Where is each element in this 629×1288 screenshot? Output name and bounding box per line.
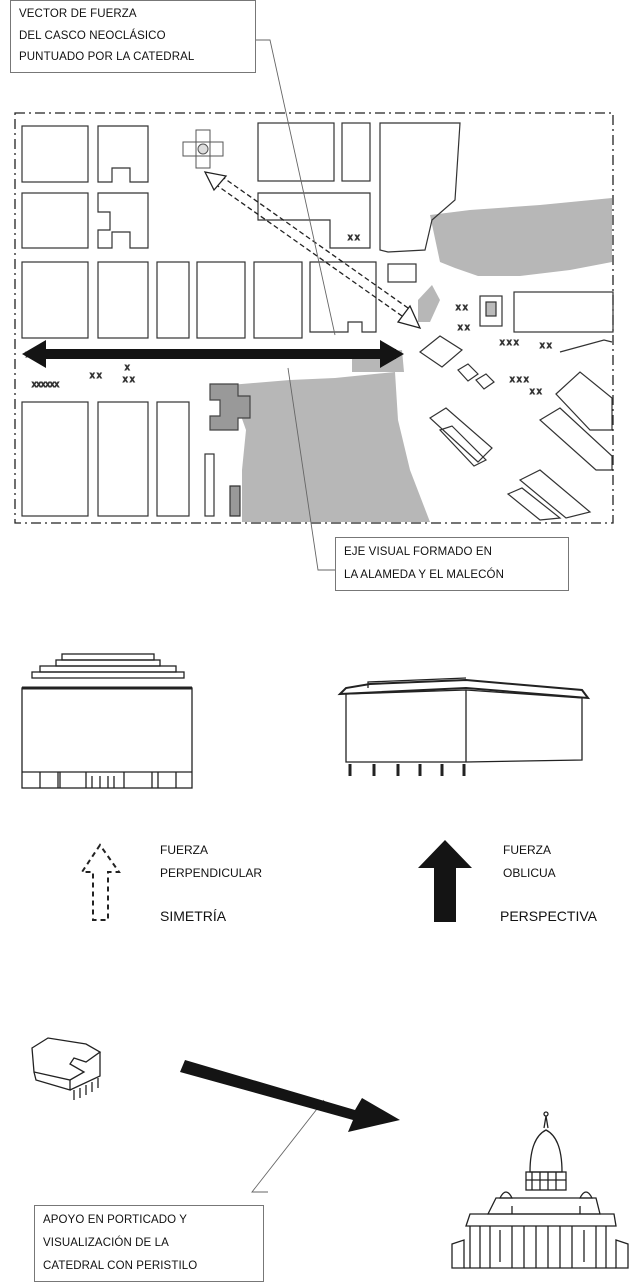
oblique-view-arrow — [180, 1060, 400, 1132]
svg-text:x x x: x x x — [510, 374, 529, 384]
callout-line: LA ALAMEDA Y EL MALECÓN — [344, 569, 504, 581]
visual-axis-arrow — [22, 340, 404, 368]
oblique-force-arrow — [418, 840, 472, 922]
leader-lines — [248, 39, 336, 1193]
callout-line: VISUALIZACIÓN DE LA — [43, 1237, 169, 1249]
symmetric-building-elevation — [21, 653, 193, 789]
svg-text:x x: x x — [456, 302, 468, 312]
market-hall — [209, 383, 251, 431]
perpendicular-force-label-1: FUERZA — [160, 843, 208, 857]
svg-text:x x: x x — [458, 322, 470, 332]
svg-text:xxxxxx: xxxxxx — [32, 379, 60, 389]
visual-axis-callout: EJE VISUAL FORMADO EN LA ALAMEDA Y EL MA… — [335, 537, 569, 591]
symmetry-label: SIMETRÍA — [160, 908, 227, 924]
force-vector-arrow — [203, 171, 422, 329]
oblique-force-label-2: OBLICUA — [503, 866, 556, 880]
svg-text:x: x — [125, 362, 130, 372]
svg-text:x x: x x — [123, 374, 135, 384]
cathedral-plan — [182, 129, 224, 169]
callout-line: VECTOR DE FUERZA — [19, 8, 137, 20]
cathedral-sketch — [451, 1111, 629, 1269]
portico-callout: APOYO EN PORTICADO Y VISUALIZACIÓN DE LA… — [34, 1205, 264, 1282]
perpendicular-force-arrow — [80, 843, 121, 921]
svg-text:x x: x x — [90, 370, 102, 380]
oblique-building-elevation — [337, 677, 591, 776]
force-vector-callout: VECTOR DE FUERZA DEL CASCO NEOCLÁSICO PU… — [10, 0, 256, 73]
perpendicular-force-label-2: PERPENDICULAR — [160, 866, 263, 880]
porticoed-building-sketch — [31, 1037, 102, 1100]
callout-line: DEL CASCO NEOCLÁSICO — [19, 29, 166, 42]
oblique-force-label-1: FUERZA — [503, 843, 551, 857]
market-water — [230, 372, 430, 522]
callout-line: APOYO EN PORTICADO Y — [43, 1214, 188, 1226]
perspective-label: PERSPECTIVA — [500, 908, 597, 924]
svg-text:x x: x x — [540, 340, 552, 350]
callout-line: PUNTUADO POR LA CATEDRAL — [19, 51, 195, 63]
callout-line: CATEDRAL CON PERISTILO — [43, 1260, 198, 1272]
harbor-water — [430, 198, 612, 276]
svg-text:x x x: x x x — [500, 337, 519, 347]
pier-water — [418, 285, 440, 322]
svg-text:x x: x x — [348, 232, 360, 242]
callout-line: EJE VISUAL FORMADO EN — [344, 546, 493, 558]
svg-text:x x: x x — [530, 386, 542, 396]
